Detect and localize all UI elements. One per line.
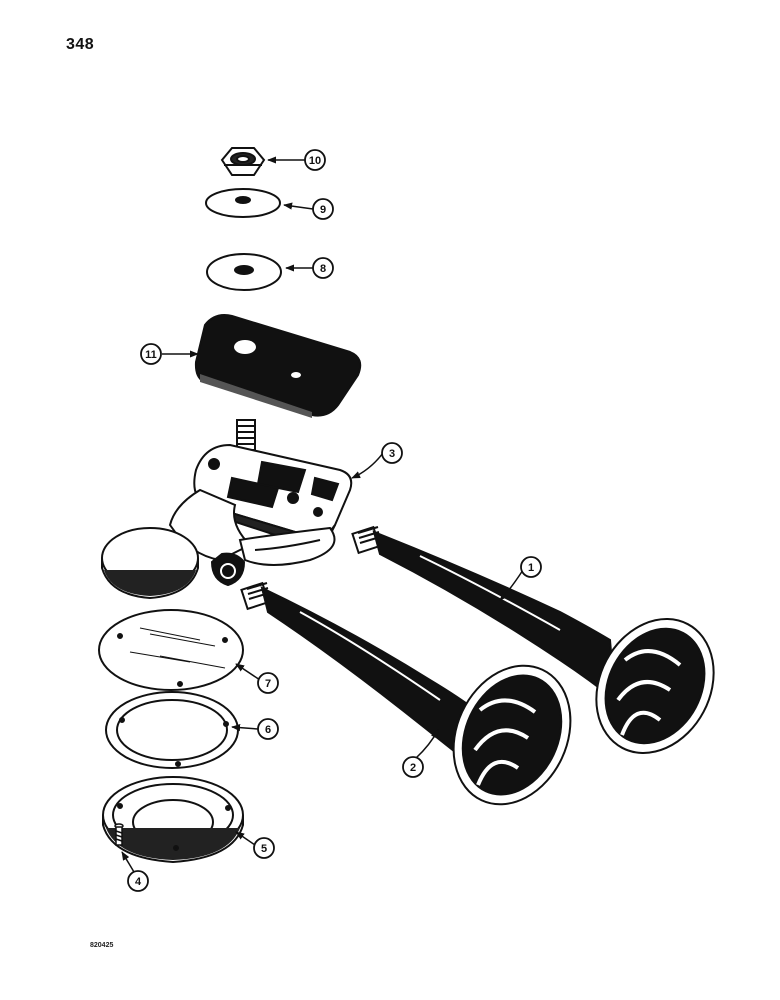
nut-part <box>220 147 266 176</box>
horn-body-part <box>101 419 353 600</box>
callout-10: 10 <box>304 149 326 171</box>
washer-upper-part <box>205 188 281 218</box>
trumpet-long-part <box>351 525 715 754</box>
callout-3-label: 3 <box>389 448 395 460</box>
callout-6: 6 <box>257 718 279 740</box>
leader-lines <box>121 156 524 873</box>
diaphragm-part <box>98 609 244 691</box>
callout-5-label: 5 <box>261 843 267 855</box>
callout-5: 5 <box>253 837 275 859</box>
callout-9-label: 9 <box>320 204 326 216</box>
callout-8: 8 <box>312 257 334 279</box>
callout-4-label: 4 <box>135 876 142 888</box>
callout-1-label: 1 <box>528 562 534 574</box>
callout-1: 1 <box>520 556 542 578</box>
screw-part <box>114 823 124 846</box>
callout-7: 7 <box>257 672 279 694</box>
callout-11: 11 <box>140 343 162 365</box>
callout-10-label: 10 <box>309 155 321 167</box>
callout-2-label: 2 <box>410 762 416 774</box>
cover-cup-part <box>102 776 244 864</box>
page-number: 348 <box>66 36 95 53</box>
callout-2: 2 <box>402 756 424 778</box>
callout-7-label: 7 <box>265 678 271 690</box>
trumpet-short-part <box>240 581 572 806</box>
gasket-part <box>105 691 239 769</box>
callout-3: 3 <box>381 442 403 464</box>
drawing-code: 820425 <box>90 942 114 949</box>
callout-8-label: 8 <box>320 263 326 275</box>
callout-9: 9 <box>312 198 334 220</box>
callout-11-label: 11 <box>145 349 157 361</box>
mounting-plate-part <box>194 314 362 418</box>
callout-4: 4 <box>127 870 149 892</box>
callout-6-label: 6 <box>265 724 271 736</box>
washer-lower-part <box>206 253 282 291</box>
